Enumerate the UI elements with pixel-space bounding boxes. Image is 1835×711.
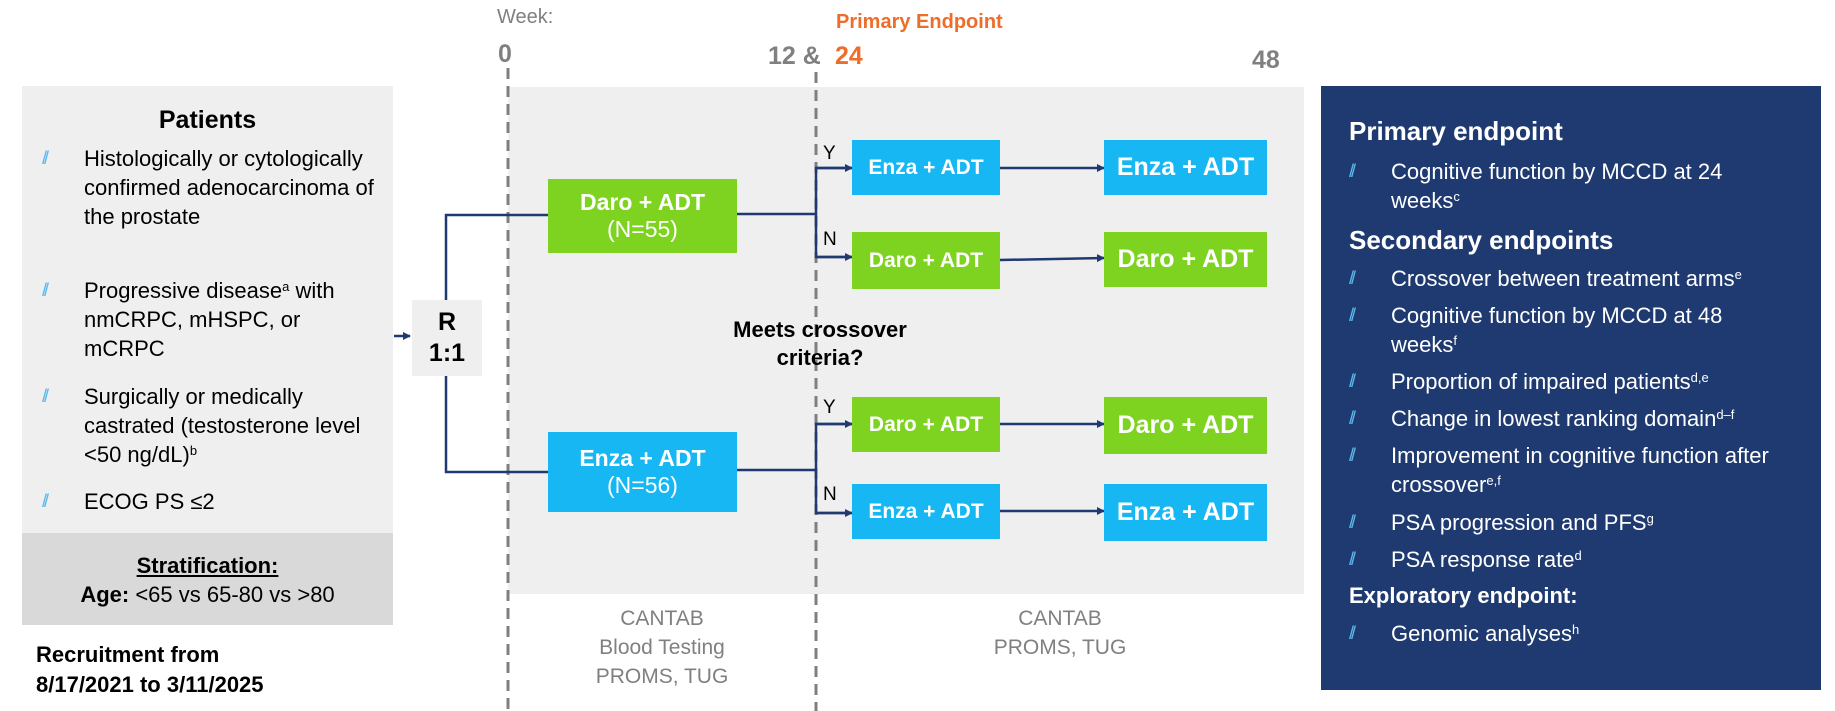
endpoints-panel <box>1321 86 1821 690</box>
bullet-mark: // <box>1349 305 1356 325</box>
primary-endpoint-item: // Cognitive function by MCCD at 24 week… <box>1349 159 1723 213</box>
patients-criterion-2: // Progressive diseasea with nmCRPC, mHS… <box>42 278 335 361</box>
bottom-n-treatment-box: Enza + ADT <box>852 484 1000 539</box>
line-to-enza-arm <box>444 376 548 474</box>
bullet-mark: // <box>1349 268 1356 288</box>
bullet-mark: // <box>42 386 49 406</box>
week-0-label: 0 <box>498 40 512 68</box>
bullet-mark: // <box>1349 445 1356 465</box>
top-y-treatment-box: Enza + ADT <box>852 140 1000 195</box>
bullet-mark: // <box>42 280 49 300</box>
primary-endpoint-title: Primary endpoint <box>1349 116 1563 146</box>
patients-title: Patients <box>158 106 257 134</box>
stratification-title: Stratification: <box>136 553 279 578</box>
primary-endpoint-label: Primary Endpoint <box>836 11 1003 33</box>
week-48-label: 48 <box>1252 46 1280 74</box>
bullet-mark: // <box>1349 371 1356 391</box>
bottom-y-treatment-box: Daro + ADT <box>852 397 1000 452</box>
stratification-panel <box>22 533 393 625</box>
top-n-end-box: Daro + ADT <box>1104 232 1267 287</box>
top-y-end-box: Enza + ADT <box>1104 140 1267 195</box>
patients-criterion-4: // ECOG PS ≤2 <box>42 489 215 514</box>
bottom-n-end-box: Enza + ADT <box>1104 484 1267 541</box>
secondary-endpoint-item: // Proportion of impaired patientsd,e <box>1349 369 1709 394</box>
week-12-label: 12 & <box>768 42 821 70</box>
patients-criterion-1: // Histologically or cytologically confi… <box>42 146 374 229</box>
enza-arm-box: Enza + ADT (N=56) <box>548 432 737 512</box>
exploratory-endpoint-title: Exploratory endpoint: <box>1349 583 1578 608</box>
secondary-endpoint-item: // PSA progression and PFSg <box>1349 510 1654 535</box>
bottom-y-end-box: Daro + ADT <box>1104 397 1267 454</box>
crossover-question: Meets crossover criteria? <box>733 317 907 370</box>
top-yes-label: Y <box>823 143 836 164</box>
recruitment-text: Recruitment from 8/17/2021 to 3/11/2025 <box>36 642 264 697</box>
patients-criterion-3: // Surgically or medically castrated (te… <box>42 384 361 467</box>
arrow-top-n-end <box>999 254 1105 263</box>
bullet-mark: // <box>1349 623 1356 643</box>
secondary-endpoint-item: // Change in lowest ranking domaind–f <box>1349 406 1735 431</box>
secondary-endpoint-item: // Crossover between treatment armse <box>1349 266 1742 291</box>
randomization-box: R 1:1 <box>412 300 482 376</box>
week-label: Week: <box>497 6 554 28</box>
secondary-endpoints-title: Secondary endpoints <box>1349 225 1614 255</box>
bullet-mark: // <box>1349 408 1356 428</box>
stratification-age: Age: <65 vs 65-80 vs >80 <box>80 582 335 607</box>
secondary-endpoint-item: // PSA response rated <box>1349 547 1582 572</box>
secondary-endpoint-item: // Improvement in cognitive function aft… <box>1349 443 1769 497</box>
bullet-mark: // <box>1349 512 1356 532</box>
bullet-mark: // <box>1349 161 1356 181</box>
top-n-treatment-box: Daro + ADT <box>852 232 1000 289</box>
week-24-label: 24 <box>835 42 863 70</box>
bullet-mark: // <box>42 491 49 511</box>
top-no-label: N <box>823 229 837 250</box>
bottom-no-label: N <box>823 484 837 505</box>
patients-panel <box>22 86 393 533</box>
exploratory-endpoint-item: // Genomic analysesh <box>1349 621 1580 646</box>
assessments-weeks-0-24: CANTAB Blood Testing PROMS, TUG <box>595 607 729 688</box>
bullet-mark: // <box>42 148 49 168</box>
bullet-mark: // <box>1349 549 1356 569</box>
assessments-weeks-24-48: CANTAB PROMS, TUG <box>993 607 1127 659</box>
secondary-endpoint-item: // Cognitive function by MCCD at 48 week… <box>1349 303 1723 357</box>
line-to-daro-arm <box>444 213 548 300</box>
daro-arm-box: Daro + ADT (N=55) <box>548 179 737 253</box>
bottom-yes-label: Y <box>823 397 836 418</box>
